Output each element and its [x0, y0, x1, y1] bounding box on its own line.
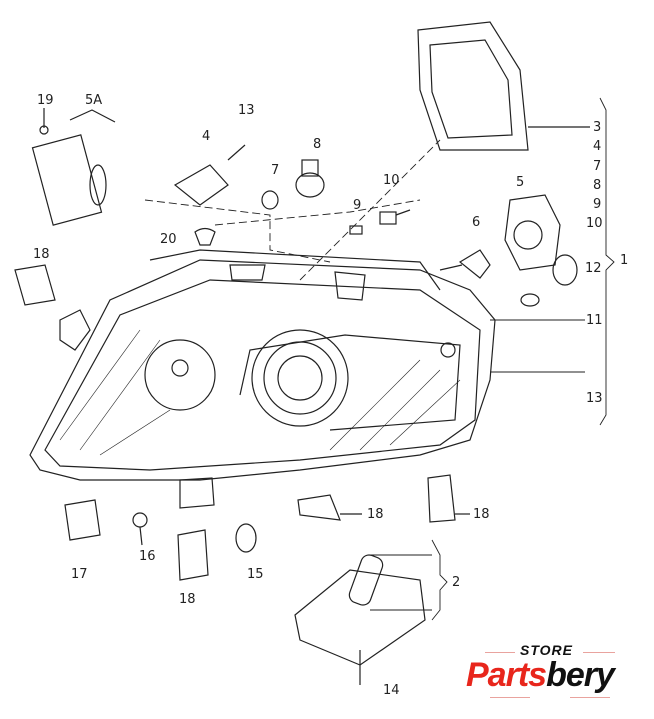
callout-7[interactable]: 7 [271, 163, 280, 178]
logo-divider [485, 652, 515, 653]
callout-3[interactable]: 3 [593, 120, 602, 135]
logo-wordmark: Partsbery [466, 656, 615, 695]
logo-divider [490, 697, 530, 698]
logo-parts-text: Parts [466, 656, 547, 694]
callout-19[interactable]: 19 [37, 93, 54, 108]
callout-13-list[interactable]: 13 [586, 391, 603, 406]
logo-divider [583, 652, 615, 653]
callout-15[interactable]: 15 [247, 567, 264, 582]
callout-11[interactable]: 11 [586, 313, 603, 328]
components [14, 108, 578, 685]
callout-18-bottom[interactable]: 18 [179, 592, 196, 607]
logo-bery-text: bery [546, 656, 615, 694]
callout-18[interactable]: 18 [33, 247, 50, 262]
callout-9[interactable]: 9 [353, 198, 362, 213]
callout-10[interactable]: 10 [383, 173, 400, 188]
callout-4[interactable]: 4 [202, 129, 211, 144]
callout-16[interactable]: 16 [139, 549, 156, 564]
callout-4-list[interactable]: 4 [593, 139, 602, 154]
logo-store-text: STORE [520, 642, 573, 658]
callout-20[interactable]: 20 [160, 232, 177, 247]
callout-13[interactable]: 13 [238, 103, 255, 118]
callout-8-list[interactable]: 8 [593, 178, 602, 193]
headlight-housing [29, 249, 496, 481]
callout-6[interactable]: 6 [472, 215, 481, 230]
gasket-frame [417, 21, 590, 151]
callout-5a[interactable]: 5A [85, 93, 103, 108]
callout-5[interactable]: 5 [516, 175, 525, 190]
callout-18-center[interactable]: 18 [367, 507, 384, 522]
callout-2[interactable]: 2 [452, 575, 461, 590]
callout-7-list[interactable]: 7 [593, 159, 602, 174]
logo-divider [570, 697, 610, 698]
callout-17[interactable]: 17 [71, 567, 88, 582]
callout-1[interactable]: 1 [620, 253, 629, 268]
callout-18-right[interactable]: 18 [473, 507, 490, 522]
callout-12[interactable]: 12 [585, 261, 602, 276]
callout-8[interactable]: 8 [313, 137, 322, 152]
callout-9-list[interactable]: 9 [593, 197, 602, 212]
leader-lines [144, 97, 615, 621]
callout-14[interactable]: 14 [383, 683, 400, 698]
callout-10-list[interactable]: 10 [586, 216, 603, 231]
